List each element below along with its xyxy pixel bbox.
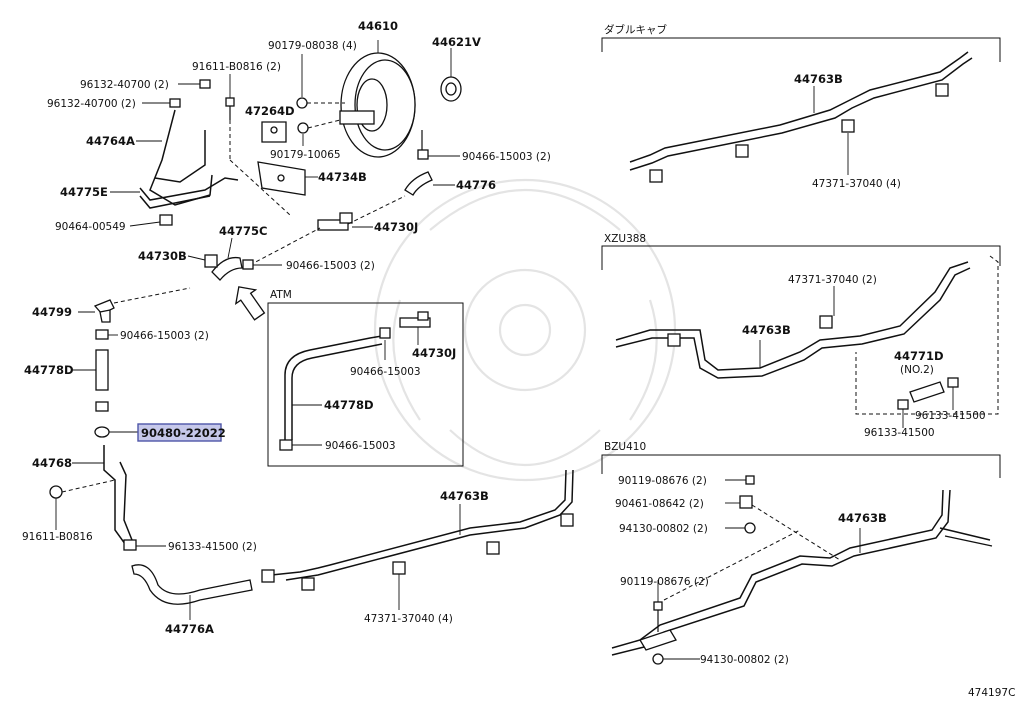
b-label-44763b[interactable]: 44763B — [838, 511, 887, 525]
clip-44778d-lower[interactable] — [95, 401, 109, 412]
label-44775c[interactable]: 44775C — [219, 224, 267, 238]
clip-96132-40700-b[interactable] — [142, 98, 181, 108]
section-double-cab — [601, 37, 1001, 183]
elbow-44799[interactable] — [78, 287, 191, 323]
label-90466-15003-left[interactable]: 90466-15003 (2) — [120, 330, 209, 342]
label-44778d[interactable]: 44778D — [24, 363, 74, 377]
clip-96133-41500[interactable] — [123, 539, 166, 551]
section-bzu410 — [601, 454, 1001, 665]
label-96132-40700-a[interactable]: 96132-40700 (2) — [80, 79, 169, 91]
label-44799[interactable]: 44799 — [32, 305, 72, 319]
label-44734b[interactable]: 44734B — [318, 170, 367, 184]
atm-label-90466-a[interactable]: 90466-15003 — [350, 366, 421, 378]
b-label-94130-00802-a[interactable]: 94130-00802 (2) — [619, 523, 708, 535]
label-44730b[interactable]: 44730B — [138, 249, 187, 263]
clip-90466-mid[interactable] — [242, 259, 282, 270]
label-90179-08038[interactable]: 90179-08038 (4) — [268, 40, 357, 52]
bracket-44734b[interactable] — [257, 161, 318, 196]
clip-90466-top[interactable] — [417, 149, 460, 160]
clip-44730b[interactable] — [187, 254, 218, 268]
clip-90464-00549[interactable] — [129, 214, 173, 227]
label-47371-37040-bottom[interactable]: 47371-37040 (4) — [364, 613, 453, 625]
section-title-xzu388: XZU388 — [604, 233, 646, 245]
label-96132-40700-b[interactable]: 96132-40700 (2) — [47, 98, 136, 110]
x-label-96133-41500-a[interactable]: 96133-41500 — [915, 410, 986, 422]
x-label-96133-41500-b[interactable]: 96133-41500 — [864, 427, 935, 439]
drawing-code: 474197C — [968, 687, 1015, 699]
atm-arrow — [234, 286, 266, 321]
label-96133-41500-2[interactable]: 96133-41500 (2) — [168, 541, 257, 553]
atm-label-90466-b[interactable]: 90466-15003 — [325, 440, 396, 452]
label-91611-b0816-2[interactable]: 91611-B0816 (2) — [192, 61, 281, 73]
bracket-47264d[interactable] — [261, 121, 287, 143]
clip-96132-40700-a[interactable] — [178, 79, 211, 89]
label-44610[interactable]: 44610 — [358, 19, 398, 33]
grommet-90480-22022[interactable] — [94, 423, 222, 442]
label-44768[interactable]: 44768 — [32, 456, 72, 470]
atm-label-44730j[interactable]: 44730J — [412, 346, 456, 360]
label-90464-00549[interactable]: 90464-00549 — [55, 221, 126, 233]
pipe-44768[interactable] — [72, 445, 133, 549]
pipe-44763b-main[interactable] — [261, 469, 574, 610]
hose-44775c[interactable] — [211, 237, 243, 281]
b-label-90119-08676-a[interactable]: 90119-08676 (2) — [618, 475, 707, 487]
nut-90179-08038[interactable] — [296, 54, 345, 109]
label-atm: ATM — [270, 289, 292, 301]
part-labels: 44610 44621V 90179-08038 (4) 91611-B0816… — [22, 19, 1015, 699]
hose-44775e[interactable] — [110, 177, 239, 209]
x-label-47371-37040[interactable]: 47371-37040 (2) — [788, 274, 877, 286]
atm-inset — [267, 302, 464, 467]
hose-44776[interactable] — [404, 171, 455, 196]
label-90466-15003-mid[interactable]: 90466-15003 (2) — [286, 260, 375, 272]
section-title-bzu410: BZU410 — [604, 441, 646, 453]
brake-booster-44610[interactable] — [339, 40, 423, 158]
x-label-44763b[interactable]: 44763B — [742, 323, 791, 337]
dc-label-47371-37040[interactable]: 47371-37040 (4) — [812, 178, 901, 190]
b-label-90119-08676-b[interactable]: 90119-08676 (2) — [620, 576, 709, 588]
label-90466-15003-top[interactable]: 90466-15003 (2) — [462, 151, 551, 163]
x-label-no2: (NO.2) — [900, 364, 934, 376]
label-90480-22022[interactable]: 90480-22022 — [141, 426, 226, 440]
x-label-44771d[interactable]: 44771D — [894, 349, 944, 363]
hose-44776a[interactable] — [131, 564, 253, 620]
label-44621v[interactable]: 44621V — [432, 35, 481, 49]
label-44730j[interactable]: 44730J — [374, 220, 418, 234]
b-label-90461-08642[interactable]: 90461-08642 (2) — [615, 498, 704, 510]
b-label-94130-00802-b[interactable]: 94130-00802 (2) — [700, 654, 789, 666]
label-44776[interactable]: 44776 — [456, 178, 496, 192]
label-90179-10065[interactable]: 90179-10065 — [270, 149, 341, 161]
label-44775e[interactable]: 44775E — [60, 185, 108, 199]
label-44763b-main[interactable]: 44763B — [440, 489, 489, 503]
fitting-44730j[interactable] — [249, 195, 406, 266]
label-47264d[interactable]: 47264D — [245, 104, 295, 118]
seal-44621v[interactable] — [440, 48, 462, 102]
label-44764a[interactable]: 44764A — [86, 134, 135, 148]
bolt-91611-b0816[interactable] — [49, 479, 116, 530]
section-title-double-cab: ダブルキャブ — [604, 23, 667, 36]
section-xzu388 — [601, 245, 1001, 428]
dc-label-44763b[interactable]: 44763B — [794, 72, 843, 86]
label-91611-b0816[interactable]: 91611-B0816 — [22, 531, 93, 543]
atm-label-44778d[interactable]: 44778D — [324, 398, 374, 412]
clip-90466-left[interactable] — [95, 329, 118, 340]
nut-90179-10065[interactable] — [297, 119, 341, 146]
bolt-91611-b0816-top[interactable] — [225, 74, 291, 216]
label-44776a[interactable]: 44776A — [165, 622, 214, 636]
hose-44778d[interactable] — [72, 349, 109, 391]
highlight-box — [137, 423, 222, 442]
watermark-emblem — [373, 178, 677, 482]
